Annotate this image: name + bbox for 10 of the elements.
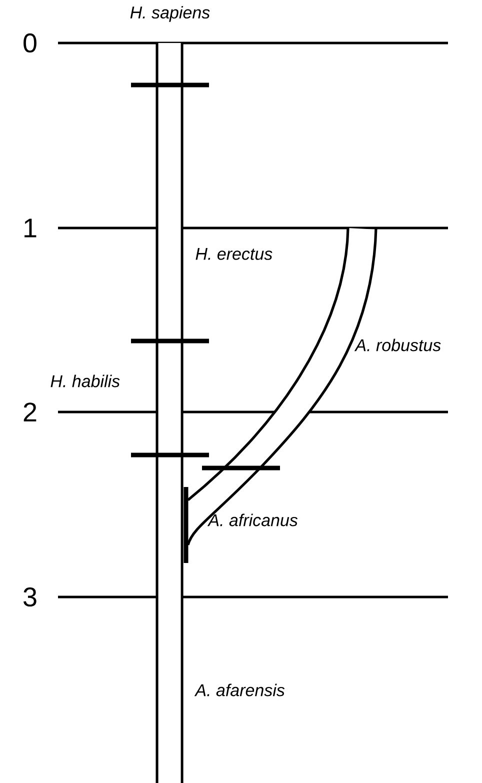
species-label: A. afarensis [194, 684, 285, 696]
time-axis-number: 3 [24, 587, 36, 607]
species-label: A. robustus [354, 338, 441, 352]
time-axis-number: 0 [24, 33, 36, 53]
species-label: H. habilis [50, 374, 120, 388]
species-label: H. sapiens [130, 6, 210, 22]
species-label: H. erectus [196, 248, 272, 260]
species-label: A. africanus [207, 514, 298, 526]
time-axis-number: 2 [24, 402, 36, 422]
time-axis-number: 1 [24, 218, 36, 238]
